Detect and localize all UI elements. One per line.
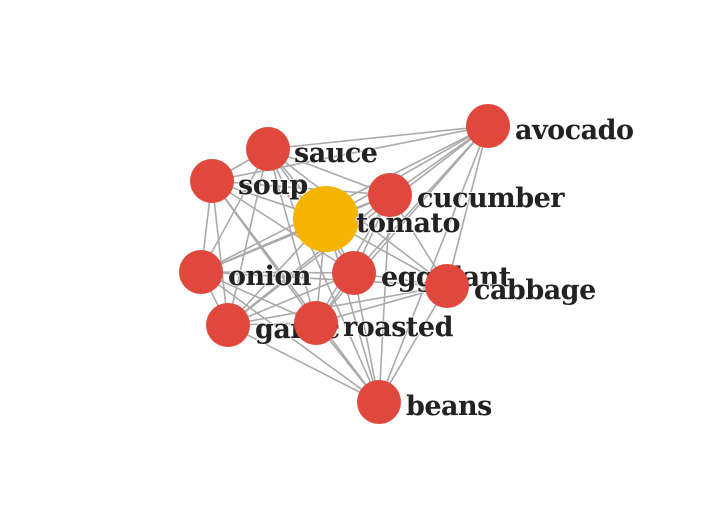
edge-garlic-beans xyxy=(227,324,380,403)
node-circle-soup[interactable] xyxy=(190,159,234,203)
node-label-soup: soup xyxy=(238,170,308,201)
edge-soup-beans xyxy=(211,180,380,403)
node-circle-cabbage[interactable] xyxy=(425,264,469,308)
node-circle-avocado[interactable] xyxy=(466,104,510,148)
node-circle-sauce[interactable] xyxy=(246,127,290,171)
node-circle-eggplant[interactable] xyxy=(332,251,376,295)
node-cabbage[interactable]: cabbage xyxy=(425,264,597,308)
node-soup[interactable]: soup xyxy=(190,159,309,203)
edge-soup-garlic xyxy=(211,180,229,326)
node-cucumber[interactable]: cucumber xyxy=(368,173,567,217)
node-circle-beans[interactable] xyxy=(357,380,401,424)
node-label-beans: beans xyxy=(406,391,492,422)
node-circle-onion[interactable] xyxy=(179,250,223,294)
edge-cabbage-beans xyxy=(378,285,448,403)
node-circle-roasted[interactable] xyxy=(294,301,338,345)
edge-sauce-beans xyxy=(267,148,380,403)
node-tomato[interactable]: tomato xyxy=(293,186,461,252)
edge-onion-cabbage xyxy=(200,271,448,287)
node-circle-garlic[interactable] xyxy=(206,303,250,347)
node-sauce[interactable]: sauce xyxy=(246,127,379,171)
edge-avocado-sauce xyxy=(267,125,489,150)
edge-soup-cucumber xyxy=(211,180,391,196)
edge-cucumber-garlic xyxy=(227,194,391,326)
edge-avocado-soup xyxy=(211,125,489,182)
node-label-cabbage: cabbage xyxy=(474,275,596,306)
node-label-cucumber: cucumber xyxy=(417,183,565,214)
edge-cabbage-roasted xyxy=(315,285,448,324)
node-onion[interactable]: onion xyxy=(179,250,313,294)
edge-soup-eggplant xyxy=(211,180,355,274)
node-label-tomato: tomato xyxy=(356,208,460,239)
edge-cabbage-garlic xyxy=(227,285,448,326)
node-label-roasted: roasted xyxy=(343,312,454,343)
node-label-sauce: sauce xyxy=(294,138,377,169)
edge-onion-eggplant xyxy=(200,271,355,274)
edge-cucumber-beans xyxy=(378,194,391,403)
edge-eggplant-garlic xyxy=(227,272,355,326)
node-avocado[interactable]: avocado xyxy=(466,104,635,148)
node-beans[interactable]: beans xyxy=(357,380,493,424)
node-label-onion: onion xyxy=(228,261,312,292)
edge-onion-beans xyxy=(200,271,380,403)
edge-sauce-roasted xyxy=(267,148,317,324)
node-circle-tomato[interactable] xyxy=(293,186,359,252)
node-layer: avocadosaucesoupcucumbertomatoonioneggpl… xyxy=(179,104,635,424)
edge-avocado-cabbage xyxy=(446,125,489,287)
node-label-avocado: avocado xyxy=(515,115,634,146)
node-roasted[interactable]: roasted xyxy=(294,301,455,345)
node-circle-cucumber[interactable] xyxy=(368,173,412,217)
